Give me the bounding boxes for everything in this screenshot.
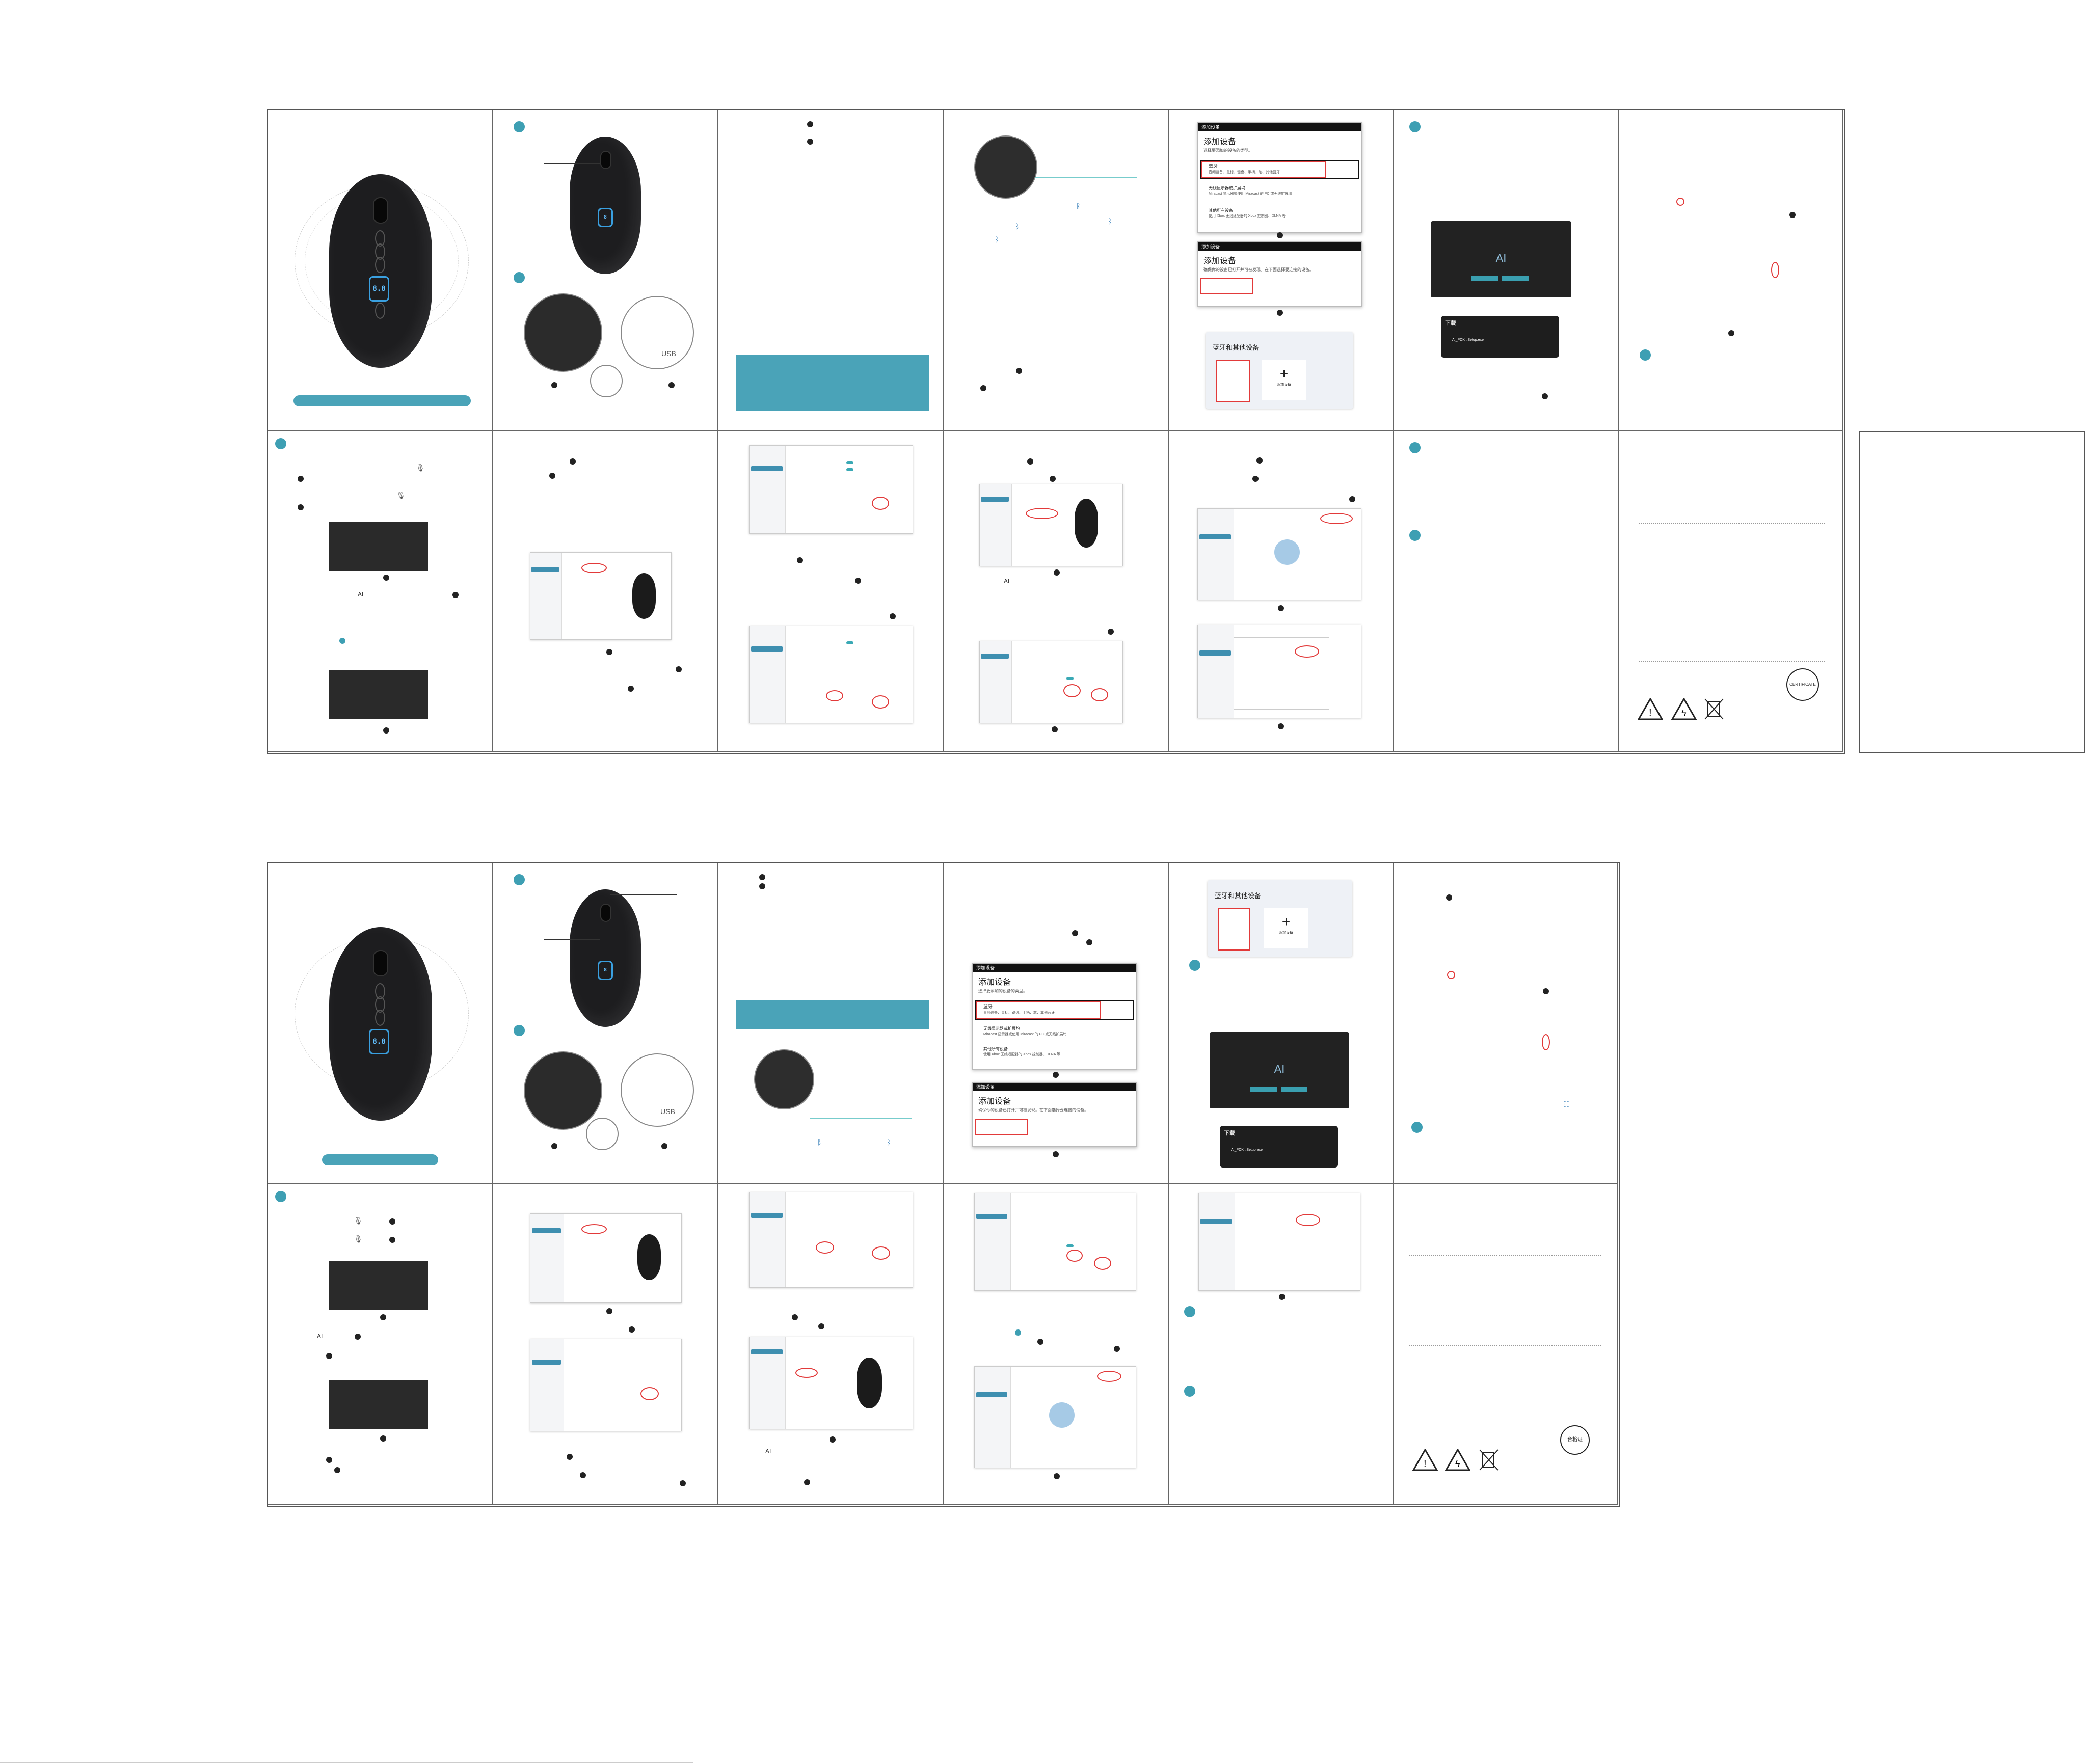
parts-diagram-panel: 8 USB bbox=[493, 110, 718, 431]
weee-bin-icon bbox=[1479, 1449, 1499, 1471]
software-install-panel-b: 蓝牙和其他设备 + 添加设备 AI 下载 AI_PCKit.Setup.exe bbox=[1169, 863, 1394, 1184]
other-devices-option[interactable]: 其他所有设备 使用 Xbox 无线适配器的 Xbox 控制器、DLNA 等 bbox=[1209, 208, 1286, 218]
led-closeup bbox=[329, 522, 428, 571]
install-button[interactable] bbox=[1471, 276, 1498, 281]
app-window-3 bbox=[979, 484, 1123, 566]
instructions-panel-b3: ᛒ ᛒ bbox=[718, 863, 944, 1184]
led-display: 8.8 bbox=[369, 276, 389, 302]
windows-add-device-panel: 添加设备 添加设备 选择要添加的设备的类型。 蓝牙 音频设备、鼠标、键盘、手柄、… bbox=[1169, 110, 1394, 431]
download-popup: 下载 AI_PCKit.Setup.exe bbox=[1441, 316, 1559, 358]
ai-installer-window: AI bbox=[1431, 221, 1571, 297]
mouse-image: 8.8 bbox=[329, 174, 432, 368]
device-found-highlight[interactable] bbox=[1200, 278, 1253, 294]
led-closeup-2 bbox=[329, 670, 428, 719]
settings-window bbox=[749, 445, 913, 534]
usb-receiver-view bbox=[621, 296, 694, 369]
add-device-window: 添加设备 添加设备 选择要添加的设备的类型。 蓝牙 音频设备、鼠标、键盘、手柄、… bbox=[1197, 122, 1362, 233]
app-window bbox=[530, 552, 672, 640]
instructions-panel-b6: ⬚ bbox=[1394, 863, 1618, 1184]
blank-cover-panel bbox=[1859, 431, 2085, 753]
safety-panel-b: 合格证 ! ϟ bbox=[1394, 1184, 1618, 1505]
bottom-rule bbox=[0, 1762, 693, 1763]
bluetooth-icon: ᛒ bbox=[887, 1138, 891, 1146]
led-indicator-panel: 🎙 🎙 AI bbox=[268, 431, 493, 752]
weee-bin-icon bbox=[1704, 698, 1724, 720]
bluetooth-icon: ᛒ bbox=[1076, 202, 1081, 210]
certificate-seal-icon: CERTIFICATE bbox=[1786, 668, 1819, 701]
safety-panel: CERTIFICATE ! ϟ bbox=[1619, 431, 1843, 752]
parts-diagram-panel-b: 8 USB bbox=[493, 863, 718, 1184]
svg-text:ϟ: ϟ bbox=[1455, 1459, 1460, 1469]
software-install-panel: AI 下载 AI_PCKit.Setup.exe bbox=[1394, 110, 1619, 431]
update-dialog-window bbox=[1197, 625, 1361, 718]
app-screenshot-panel-1 bbox=[493, 431, 718, 752]
bluetooth-option[interactable]: 蓝牙 音频设备、鼠标、键盘、手柄、笔、其他蓝牙 bbox=[1200, 160, 1359, 179]
bluetooth-icon: ᛒ bbox=[1015, 222, 1020, 230]
warning-triangle-icon: ! bbox=[1638, 698, 1663, 720]
step-marker bbox=[514, 272, 525, 283]
bluetooth-icon: ᛒ bbox=[1108, 217, 1112, 225]
mouse-top-view: 8 bbox=[570, 137, 641, 274]
instructions-panel-7 bbox=[1619, 110, 1843, 431]
app-home-window bbox=[1197, 508, 1361, 600]
microphone-icon: 🎙 bbox=[396, 491, 406, 499]
battery-compartment-view bbox=[524, 293, 602, 372]
wireless-display-option[interactable]: 无线显示器或扩展坞 Miracast 显示器或使用 Miracast 的 PC … bbox=[1209, 186, 1292, 196]
add-device-window-b: 添加设备 添加设备 选择要添加的设备的类型。 蓝牙 音频设备、鼠标、键盘、手柄、… bbox=[972, 963, 1137, 1070]
receiver-closeup bbox=[590, 365, 623, 397]
step-marker bbox=[514, 121, 525, 132]
svg-text:!: ! bbox=[1424, 1458, 1427, 1470]
led-indicator-panel-b: 🎙 🎙 AI bbox=[268, 1184, 493, 1505]
add-device-window-2: 添加设备 添加设备 确保你的设备已打开并可被发现。在下面选择要连接的设备。 bbox=[1197, 241, 1362, 307]
bluetooth-devices-window: 蓝牙和其他设备 + 添加设备 bbox=[1206, 332, 1353, 409]
instructions-panel-3 bbox=[718, 110, 944, 431]
settings-window-2 bbox=[749, 626, 913, 723]
mouse-image-b: 8.8 bbox=[329, 927, 432, 1121]
bluetooth-pairing-panel: ᛒ ᛒ ᛒ ᛒ bbox=[944, 110, 1169, 431]
bluetooth-icon: ᛒ bbox=[995, 235, 999, 243]
app-screenshot-panel-b4 bbox=[1169, 1184, 1394, 1505]
app-screenshot-panel-b1 bbox=[493, 1184, 718, 1505]
app-screenshot-panel-3: AI bbox=[944, 431, 1169, 752]
mouse-render bbox=[1274, 539, 1300, 565]
plus-icon: + bbox=[1279, 366, 1289, 382]
ai-label: AI bbox=[358, 591, 364, 598]
app-screenshot-panel-2 bbox=[718, 431, 944, 752]
cover-panel-b: 8.8 bbox=[268, 863, 493, 1184]
cursor-pointer-icon: ⬚ bbox=[1563, 1099, 1570, 1107]
add-device-title: 添加设备 bbox=[1203, 138, 1237, 146]
notice-block bbox=[736, 355, 929, 411]
download-file[interactable]: AI_PCKit.Setup.exe bbox=[1452, 338, 1484, 342]
instructions-panel-12 bbox=[1394, 431, 1619, 752]
app-window-4 bbox=[979, 641, 1123, 723]
electric-hazard-icon: ϟ bbox=[1445, 1449, 1470, 1471]
certificate-seal-icon: 合格证 bbox=[1560, 1425, 1590, 1455]
electric-hazard-icon: ϟ bbox=[1671, 698, 1697, 720]
microphone-icon: 🎙 bbox=[416, 464, 425, 472]
app-screenshot-panel-4 bbox=[1169, 431, 1394, 752]
cover-title-bar bbox=[293, 395, 471, 406]
mouse-bottom-closeup bbox=[974, 135, 1037, 199]
warning-triangle-icon: ! bbox=[1412, 1449, 1438, 1471]
install-button-2[interactable] bbox=[1502, 276, 1529, 281]
svg-text:ϟ: ϟ bbox=[1681, 708, 1687, 718]
cover-panel: 8.8 bbox=[268, 110, 493, 431]
paired-mouse-tile[interactable] bbox=[1216, 360, 1250, 402]
windows-add-device-panel-b: 添加设备 添加设备 选择要添加的设备的类型。 蓝牙 音频设备、鼠标、键盘、手柄、… bbox=[944, 863, 1169, 1184]
app-screenshot-panel-b3 bbox=[944, 1184, 1169, 1505]
app-screenshot-panel-b2: AI bbox=[718, 1184, 944, 1505]
add-device-window-b2: 添加设备 添加设备 确保你的设备已打开并可被发现。在下面选择要连接的设备。 bbox=[972, 1082, 1137, 1147]
scroll-wheel bbox=[373, 197, 388, 224]
bluetooth-icon: ᛒ bbox=[817, 1138, 822, 1146]
usb-label: USB bbox=[661, 349, 676, 358]
svg-text:!: ! bbox=[1649, 708, 1652, 719]
add-device-tile[interactable]: + 添加设备 bbox=[1262, 360, 1306, 400]
